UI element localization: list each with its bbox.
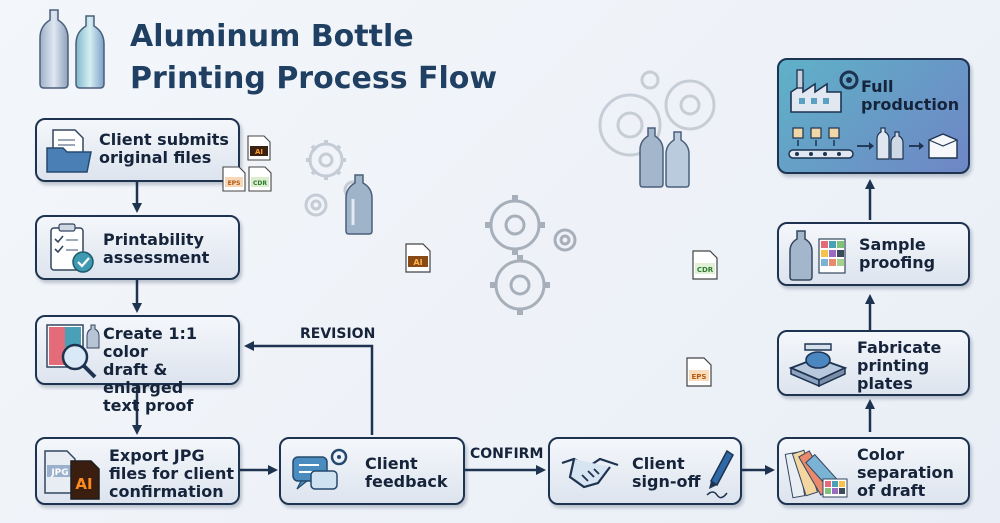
step-client-sign-off: Client sign-off [548, 437, 742, 505]
folder-files-icon [46, 129, 92, 173]
cdr-file-icon: CDR [248, 166, 272, 192]
step-label: Fabricate printing plates [857, 338, 942, 393]
color-draft-magnifier-icon [46, 324, 100, 379]
page-title: Aluminum Bottle Printing Process Flow [130, 16, 497, 100]
step-label: Full production [861, 77, 960, 114]
step-label: Client feedback [365, 454, 448, 491]
step-label: Client sign-off [632, 454, 701, 491]
factory-gear-icon [790, 69, 859, 113]
step-export-jpg: JPG AI Export JPG files for client confi… [35, 437, 240, 505]
gear-cluster-icon [598, 70, 716, 157]
cdr-file-icon: CDR [692, 250, 718, 280]
ai-file-icon: AI [405, 243, 431, 273]
step-label: Client submits original files [99, 130, 229, 167]
arrow-revision [244, 341, 374, 435]
eps-file-icon: EPS [222, 166, 246, 192]
title-line-1: Aluminum Bottle [130, 19, 414, 54]
bottle-icon [345, 174, 373, 235]
revision-label: REVISION [300, 326, 376, 342]
step-label: Color separation of draft [857, 445, 954, 500]
bottle-swatch-icon [789, 230, 846, 281]
pen-icon [706, 449, 734, 499]
ai-file-label: AI [255, 148, 263, 156]
ai-file-label: AI [75, 475, 92, 493]
gear-cluster-icon [485, 195, 577, 315]
eps-file-label: EPS [692, 373, 707, 381]
printing-plate-icon [788, 343, 848, 388]
bottle-icon [639, 127, 690, 188]
step-client-submits: Client submits original files [35, 118, 240, 182]
step-label: Export JPG files for client confirmation [109, 446, 235, 501]
step-color-separation: Color separation of draft [777, 437, 970, 505]
conveyor-line-icon [788, 127, 958, 160]
cdr-file-label: CDR [253, 180, 267, 187]
cdr-file-label: CDR [697, 266, 714, 274]
checklist-icon [50, 223, 94, 273]
step-full-production: Full production [777, 58, 970, 174]
eps-file-icon: EPS [686, 357, 712, 387]
gear-cluster-icon [304, 140, 363, 217]
step-printability-assessment: Printability assessment [35, 215, 240, 280]
jpg-ai-files-icon: JPG AI [44, 450, 100, 500]
step-sample-proofing: Sample proofing [777, 222, 970, 286]
step-label: Sample proofing [859, 235, 936, 272]
eps-file-label: EPS [228, 180, 241, 187]
ai-file-icon: AI [247, 135, 271, 161]
jpg-file-label: JPG [50, 468, 68, 478]
step-label: Printability assessment [103, 230, 210, 267]
step-client-feedback: Client feedback [279, 437, 465, 505]
step-create-color-draft: Create 1:1 color draft & enlarged text p… [35, 315, 240, 415]
color-swatch-fan-icon [784, 449, 848, 499]
ai-file-label: AI [413, 258, 422, 267]
handshake-icon [561, 457, 619, 489]
confirm-label: CONFIRM [470, 446, 544, 462]
title-line-2: Printing Process Flow [130, 61, 498, 96]
step-label: Create 1:1 color draft & enlarged text p… [103, 324, 198, 415]
bottles-logo-icon [39, 9, 105, 89]
chat-gear-icon [292, 448, 348, 490]
step-fabricate-plates: Fabricate printing plates [777, 330, 970, 396]
